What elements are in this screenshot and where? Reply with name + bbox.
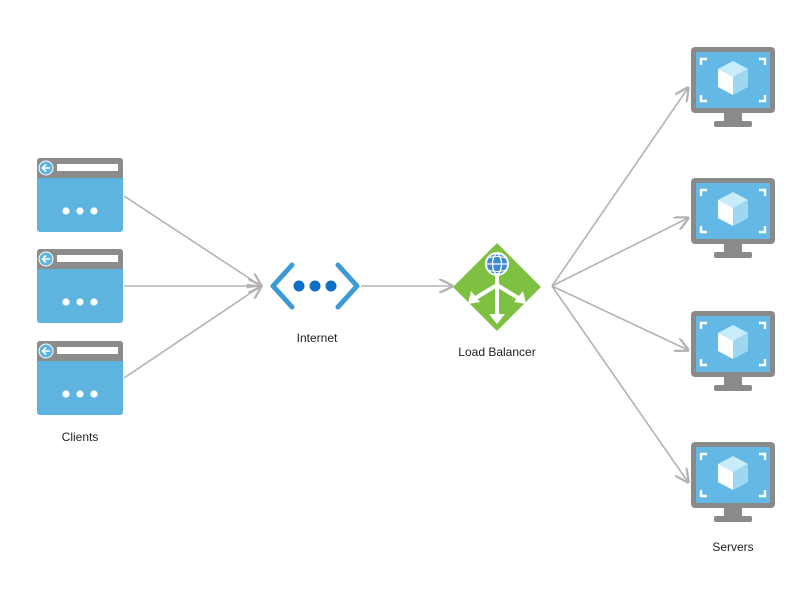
globe-icon [485,252,509,276]
servers-group [689,45,777,524]
edge-client-1-internet [123,195,261,286]
server-4-virtual-machine-monitor-icon [689,440,777,524]
edge-load-balancer-server-3 [551,285,688,350]
clients-label: Clients [61,430,99,444]
client-2-browser-window-icon [36,248,124,324]
internet-label: Internet [296,331,338,345]
server-2-virtual-machine-monitor-icon [689,176,777,260]
edge-load-balancer-server-4 [551,285,688,482]
servers-label: Servers [712,540,754,554]
internet-network-icon [270,262,360,310]
client-3-browser-window-icon [36,340,124,416]
edge-client-3-internet [123,286,261,379]
edges-group [123,88,688,482]
load-balancer-label: Load Balancer [458,345,536,359]
clients-group [36,157,124,416]
server-1-virtual-machine-monitor-icon [689,45,777,129]
edge-load-balancer-server-2 [551,218,688,287]
client-1-browser-window-icon [36,157,124,233]
server-3-virtual-machine-monitor-icon [689,309,777,393]
edge-load-balancer-server-1 [551,88,688,287]
load-balancer-icon [453,243,541,331]
